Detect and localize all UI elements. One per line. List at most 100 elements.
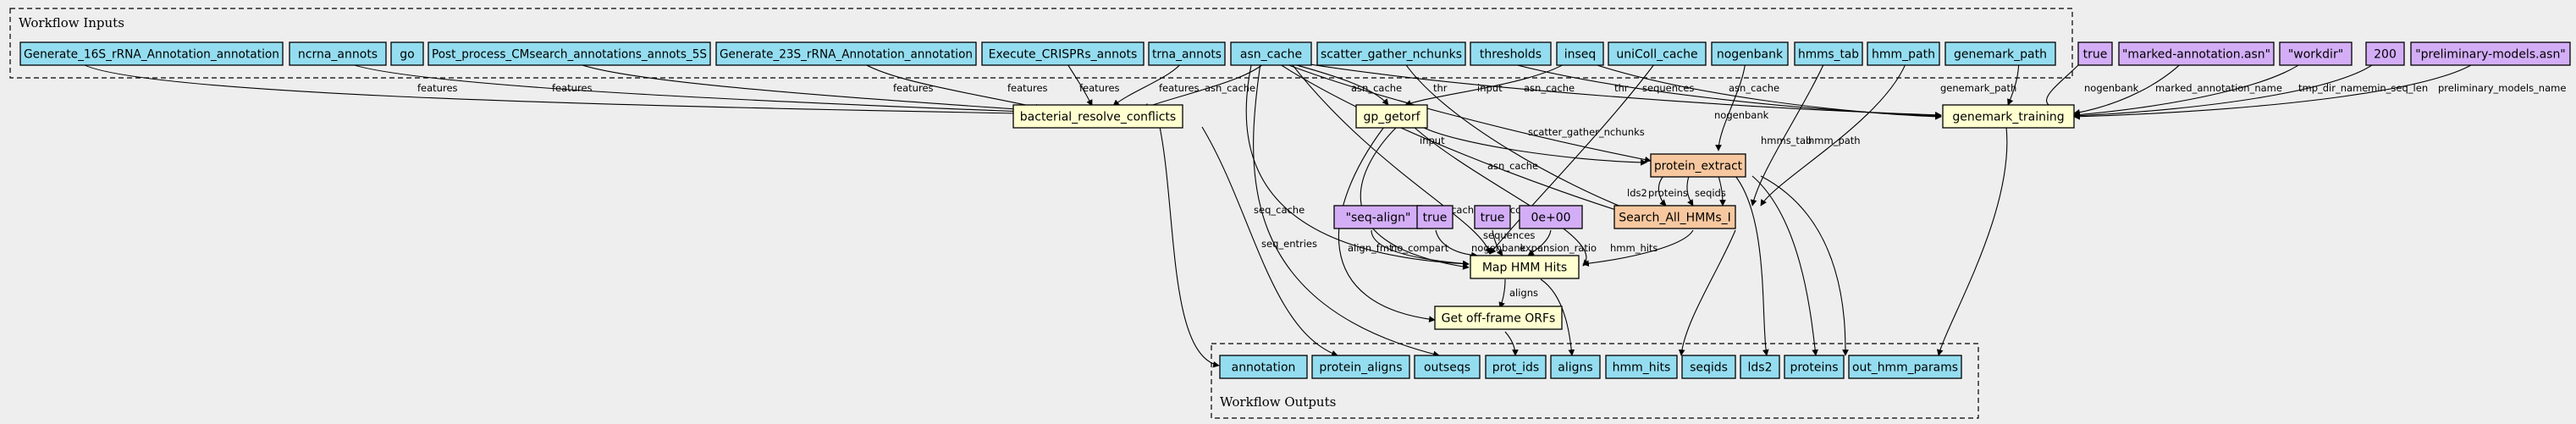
node-o-annotation[interactable]: annotation (1219, 355, 1308, 379)
edge-label-input-2: input (1420, 135, 1445, 146)
edge-label-thr-2: thr (1614, 82, 1629, 94)
node-in-nogen[interactable]: nogenbank (1711, 41, 1789, 66)
node-label: uniColl_cache (1616, 48, 1697, 62)
node-s-sah[interactable]: Search_All_HMMs_I (1613, 205, 1736, 229)
node-box (2365, 41, 2405, 66)
node-box (1311, 355, 1410, 379)
edge-label-features-1: features (417, 82, 458, 94)
edge-label-marked-annotation-name: marked_annotation_name (2155, 82, 2282, 94)
edge-brc-protalign (1201, 126, 1338, 357)
node-o-outseqs[interactable]: outseqs (1414, 355, 1481, 379)
node-label: Search_All_HMMs_I (1619, 212, 1731, 225)
edge-inseq-gm (1574, 57, 1942, 120)
node-p-0e[interactable]: 0e+00 (1519, 205, 1583, 229)
edge-label-lds2: lds2 (1627, 187, 1647, 199)
edge-asn-map-seqcache (1245, 57, 1470, 267)
node-in-gmpath[interactable]: genemark_path (1944, 41, 2056, 66)
node-box (981, 41, 1145, 66)
node-label: hmm_hits (1613, 361, 1671, 375)
node-o-hmmparams[interactable]: out_hmm_params (1848, 355, 1962, 379)
edge-label-scatter-gather: scatter_gather_nchunks (1528, 126, 1645, 138)
node-label: true (1423, 212, 1448, 225)
node-box (1333, 205, 1423, 229)
node-label: Get off-frame ORFs (1442, 312, 1556, 326)
node-p-seqalign[interactable]: "seq-align" (1333, 205, 1423, 229)
node-label: lds2 (1748, 361, 1773, 375)
node-label: gp_getorf (1363, 111, 1420, 124)
edge-unicoll-map (1489, 57, 1660, 255)
node-box (1485, 355, 1547, 379)
edge-pe-sah-proteins (1686, 175, 1694, 206)
node-label: "preliminary-models.asn" (2415, 48, 2566, 62)
node-box (1848, 355, 1962, 379)
node-p-true3[interactable]: true (1474, 205, 1511, 229)
node-box (1605, 355, 1678, 379)
node-in-hmmstab[interactable]: hmms_tab (1794, 41, 1863, 66)
edge-label-sequences-2: sequences (1483, 229, 1535, 241)
node-label: hmm_path (1872, 48, 1935, 62)
node-s-map[interactable]: Map HMM Hits (1470, 255, 1580, 279)
node-s-gp[interactable]: gp_getorf (1355, 104, 1428, 129)
node-box (1230, 41, 1312, 66)
node-s-gm[interactable]: genemark_training (1942, 104, 2075, 129)
edge-asn-sah (1269, 57, 1630, 216)
edge-label-tmp-dir-name: tmp_dir_name (2298, 82, 2368, 94)
edge-label-asn-cache-4: asn_cache (1729, 82, 1779, 94)
edge-label-hmm-hits: hmm_hits (1610, 242, 1658, 254)
node-p-true1[interactable]: true (2077, 41, 2113, 66)
edge-label-asn-cache-5: asn_cache (1487, 160, 1538, 172)
edge-label-input-1: input (1477, 82, 1503, 94)
edge-pe-sah-lds2 (1658, 175, 1667, 206)
node-label: asn_cache (1240, 48, 1302, 62)
node-s-pe[interactable]: protein_extract (1650, 153, 1746, 178)
node-box (1613, 205, 1736, 229)
node-in-hmmpath[interactable]: hmm_path (1867, 41, 1940, 66)
node-in-crispr[interactable]: Execute_CRISPRs_annots (981, 41, 1145, 66)
node-in-sg[interactable]: scatter_gather_nchunks (1316, 41, 1466, 66)
node-s-brc[interactable]: bacterial_resolve_conflicts (1012, 104, 1183, 129)
node-box (2077, 41, 2113, 66)
node-o-protalign[interactable]: protein_aligns (1311, 355, 1410, 379)
workflow-outputs-label: Workflow Outputs (1220, 394, 1336, 410)
node-in-thr[interactable]: thresholds (1470, 41, 1552, 66)
node-in-asn[interactable]: asn_cache (1230, 41, 1312, 66)
node-in-inseq[interactable]: inseq (1556, 41, 1604, 66)
edge-sg-sah (1400, 57, 1635, 213)
node-label: true (2083, 48, 2108, 62)
node-o-hmmhits[interactable]: hmm_hits (1605, 355, 1678, 379)
node-label: trna_annots (1152, 48, 1222, 62)
edge-label-features-4: features (1007, 82, 1048, 94)
node-in-16s[interactable]: Generate_16S_rRNA_Annotation_annotation (19, 41, 284, 66)
edge-label-genemark-path: genemark_path (1940, 82, 2016, 94)
node-box (1550, 355, 1601, 379)
node-box (390, 41, 424, 66)
node-o-protids[interactable]: prot_ids (1485, 355, 1547, 379)
node-o-proteins[interactable]: proteins (1784, 355, 1845, 379)
edge-label-asn-cache-2: asn_cache (1351, 82, 1402, 94)
edge-true2-map (1435, 229, 1478, 259)
node-in-go[interactable]: go (390, 41, 424, 66)
node-in-5s[interactable]: Post_process_CMsearch_annotations_annots… (427, 41, 711, 66)
node-p-true2[interactable]: true (1416, 205, 1453, 229)
node-box (1148, 41, 1226, 66)
node-in-ncrna[interactable]: ncrna_annots (289, 41, 387, 66)
node-p-marked[interactable]: "marked-annotation.asn" (2118, 41, 2275, 66)
node-s-off[interactable]: Get off-frame ORFs (1434, 306, 1563, 330)
edge-label-hmm-path: hmm_path (1808, 135, 1861, 146)
node-label: outseqs (1424, 361, 1470, 375)
edge-label-no-compart: no_compart (1391, 242, 1449, 254)
node-o-seqids[interactable]: seqids (1681, 355, 1736, 379)
node-o-aligns[interactable]: aligns (1550, 355, 1601, 379)
node-p-workdir[interactable]: "workdir" (2279, 41, 2353, 66)
edge-asn-map (1286, 57, 1492, 255)
node-label: 0e+00 (1531, 212, 1570, 225)
node-p-200[interactable]: 200 (2365, 41, 2405, 66)
node-p-prelim[interactable]: "preliminary-models.asn" (2410, 41, 2571, 66)
node-in-unicoll[interactable]: uniColl_cache (1608, 41, 1707, 66)
node-in-trna[interactable]: trna_annots (1148, 41, 1226, 66)
node-label: protein_aligns (1319, 361, 1402, 375)
node-box (1867, 41, 1940, 66)
node-o-lds2[interactable]: lds2 (1740, 355, 1780, 379)
node-in-23s[interactable]: Generate_23S_rRNA_Annotation_annotation (715, 41, 977, 66)
